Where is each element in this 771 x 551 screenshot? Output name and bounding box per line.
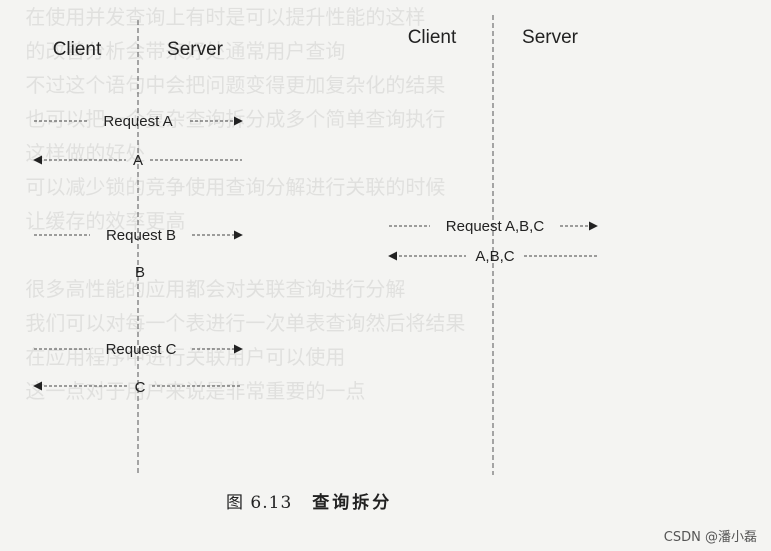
right-client-label: Client: [408, 27, 457, 48]
right-server-label: Server: [522, 27, 579, 48]
figure-title: 查询拆分: [312, 493, 393, 513]
response-b-label: B: [135, 264, 145, 281]
figure-number: 图 6.13: [226, 493, 293, 513]
csdn-watermark: CSDN @潘小磊: [663, 530, 757, 545]
request-a-label: Request A: [103, 113, 172, 130]
left-server-label: Server: [167, 39, 224, 60]
response-a-label: A: [133, 152, 143, 169]
request-c-label: Request C: [106, 341, 177, 358]
response-c-label: C: [135, 379, 146, 396]
figure-caption: 图 6.13 查询拆分: [226, 488, 392, 513]
request-abc-label: Request A,B,C: [446, 218, 545, 235]
left-client-label: Client: [53, 39, 102, 60]
response-abc-label: A,B,C: [475, 248, 514, 265]
request-b-label: Request B: [106, 227, 176, 244]
